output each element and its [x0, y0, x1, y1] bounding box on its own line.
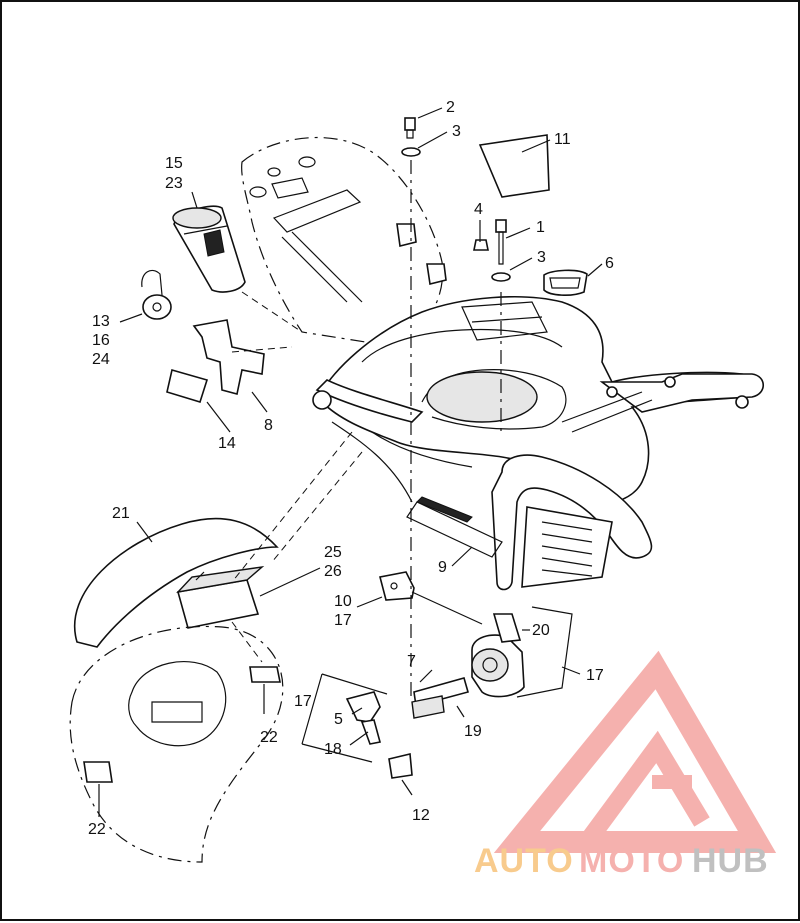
- callout-3-mid: 3: [537, 249, 546, 266]
- callout-23: 23: [165, 175, 183, 192]
- callout-6: 6: [605, 255, 614, 272]
- logo-word-auto: AUTO: [474, 842, 574, 880]
- left-parts: [141, 205, 265, 403]
- callout-7: 7: [407, 653, 416, 670]
- seat-outline: [241, 136, 444, 348]
- callout-5: 5: [334, 711, 343, 728]
- automotohub-logo: AUTO MOTO HUB: [474, 650, 777, 880]
- callout-17-lower: 17: [294, 693, 312, 710]
- ignition-assembly: [301, 571, 573, 779]
- callout-15: 15: [165, 155, 183, 172]
- callout-3-top: 3: [452, 123, 461, 140]
- callout-16: 16: [92, 332, 110, 349]
- callout-22-right: 22: [260, 729, 278, 746]
- callout-1: 1: [536, 219, 545, 236]
- callout-labels: 2 3 11 4 1 3 6 15 23 13 16 24 14 8 21 25…: [88, 99, 614, 838]
- callout-17-left: 17: [334, 612, 352, 629]
- callout-9: 9: [438, 559, 447, 576]
- callout-14: 14: [218, 435, 236, 452]
- callout-22-left: 22: [88, 821, 106, 838]
- frame-assembly: [312, 134, 765, 591]
- callout-19: 19: [464, 723, 482, 740]
- callout-10: 10: [334, 593, 352, 610]
- callout-11: 11: [554, 131, 571, 148]
- assembly-lines: [231, 160, 502, 702]
- leader-lines: [98, 107, 603, 817]
- callout-24: 24: [92, 351, 110, 368]
- callout-21: 21: [112, 505, 130, 522]
- callout-20: 20: [532, 622, 550, 639]
- logo-word-moto: MOTO: [579, 842, 684, 880]
- hardware-top: [396, 117, 588, 296]
- callout-2: 2: [446, 99, 455, 116]
- callout-8: 8: [264, 417, 273, 434]
- callout-18: 18: [324, 741, 342, 758]
- callout-25: 25: [324, 544, 342, 561]
- callout-13: 13: [92, 313, 110, 330]
- lower-left-parts: [69, 517, 284, 863]
- callout-12: 12: [412, 807, 430, 824]
- callout-17-right: 17: [586, 667, 604, 684]
- logo-word-hub: HUB: [692, 842, 769, 880]
- callout-4: 4: [474, 201, 483, 218]
- callout-26: 26: [324, 563, 342, 580]
